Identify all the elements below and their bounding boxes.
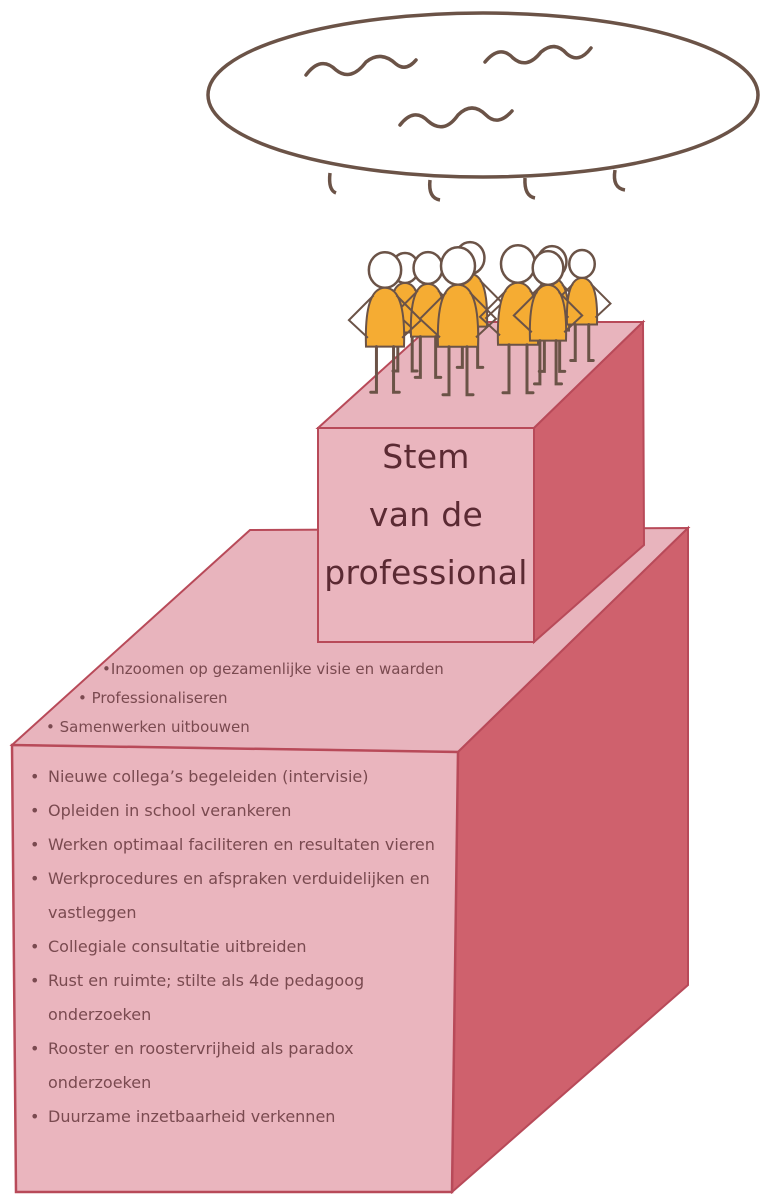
title-line-3: professional: [324, 553, 528, 592]
front-item: •Opleiden in school verankeren: [26, 794, 458, 828]
top-surface-item: •Inzoomen op gezamenlijke visie en waard…: [102, 660, 444, 678]
front-face-list: •Nieuwe collega’s begeleiden (intervisie…: [26, 760, 458, 1134]
speech-bubble-icon: [206, 11, 760, 202]
person-icon: [347, 250, 423, 394]
top-surface-item: • Samenwerken uitbouwen: [46, 718, 250, 736]
small-block-front-face: [317, 427, 535, 643]
top-surface-list: •Inzoomen op gezamenlijke visie en waard…: [40, 655, 540, 742]
title-line-1: Stem: [382, 437, 470, 476]
large-block-front-face: [10, 743, 460, 1194]
bullet-icon: •: [30, 1107, 40, 1126]
front-item: •Werkprocedures en afspraken verduidelij…: [26, 862, 458, 930]
front-item: •Collegiale consultatie uitbreiden: [26, 930, 458, 964]
front-item: •Rust en ruimte; stilte als 4de pedagoog…: [26, 964, 458, 1032]
bullet-icon: •: [30, 971, 40, 990]
front-item: •Werken optimaal faciliteren en resultat…: [26, 828, 458, 862]
small-block: [315, 319, 646, 645]
front-item: •Nieuwe collega’s begeleiden (intervisie…: [26, 760, 458, 794]
person-icon: [418, 246, 498, 397]
bullet-icon: •: [30, 767, 40, 786]
bullet-icon: •: [30, 937, 40, 956]
title-line-2: van de: [368, 495, 484, 534]
people-group: [347, 240, 612, 397]
person-icon: [552, 248, 612, 363]
bullet-icon: •: [30, 801, 40, 820]
bullet-icon: •: [30, 1039, 40, 1058]
bullet-icon: •: [30, 869, 40, 888]
person-icon: [512, 249, 584, 386]
top-surface-item: • Professionaliseren: [78, 689, 228, 707]
front-item: •Duurzame inzetbaarheid verkennen: [26, 1100, 458, 1134]
bullet-icon: •: [30, 835, 40, 854]
front-item: •Rooster en roostervrijheid als paradox …: [26, 1032, 458, 1100]
block-title: Stem van de professional: [318, 428, 534, 602]
